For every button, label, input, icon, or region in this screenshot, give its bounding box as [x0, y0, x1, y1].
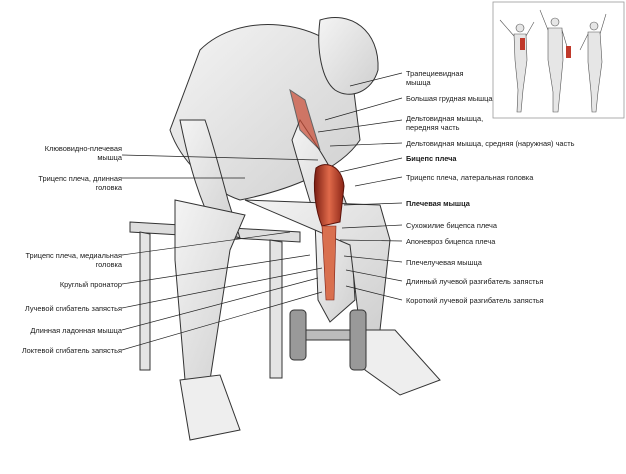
- label-triceps-long-head: Трицепс плеча, длинная головка: [38, 174, 122, 192]
- label-triceps-medial-head: Трицепс плеча, медиальная головка: [25, 251, 122, 269]
- label-flexor-carpi-ulnaris: Локтевой сгибатель запястья: [21, 346, 122, 355]
- thumbnail-figures: [492, 1, 625, 119]
- label-biceps-tendon: Сухожилие бицепса плеча: [406, 221, 497, 230]
- label-brachialis: Плечевая мышца: [406, 199, 470, 208]
- label-pectoralis-major: Большая грудная мышца: [406, 94, 493, 103]
- label-bicipital-aponeurosis: Апоневроз бицепса плеча: [406, 237, 496, 246]
- label-deltoid-anterior: Дельтовидная мышца, передняя часть: [406, 114, 484, 132]
- label-pronator-teres: Круглый пронатор: [59, 280, 122, 289]
- leader-lines-right: [317, 72, 403, 301]
- label-trapezius: Трапециевидная мышца: [406, 69, 464, 87]
- label-deltoid-middle: Дельтовидная мышца, средняя (наружная) ч…: [406, 139, 575, 148]
- label-ecr-brevis: Короткий лучевой разгибатель запястья: [406, 296, 544, 305]
- label-flexor-carpi-radialis: Лучевой сгибатель запястья: [24, 304, 122, 313]
- leader-lines-left: [121, 154, 323, 351]
- athlete-illustration: [129, 16, 441, 441]
- label-brachioradialis: Плечелучевая мышца: [406, 258, 482, 267]
- label-biceps: Бицепс плеча: [406, 154, 457, 163]
- label-palmaris-longus: Длинная ладонная мышца: [30, 326, 122, 335]
- label-coracobrachialis: Клювовидно-плечевая мышца: [44, 144, 122, 162]
- label-triceps-lateral-head: Трицепс плеча, латеральная головка: [406, 173, 534, 182]
- label-ecr-longus: Длинный лучевой разгибатель запястья: [406, 277, 544, 286]
